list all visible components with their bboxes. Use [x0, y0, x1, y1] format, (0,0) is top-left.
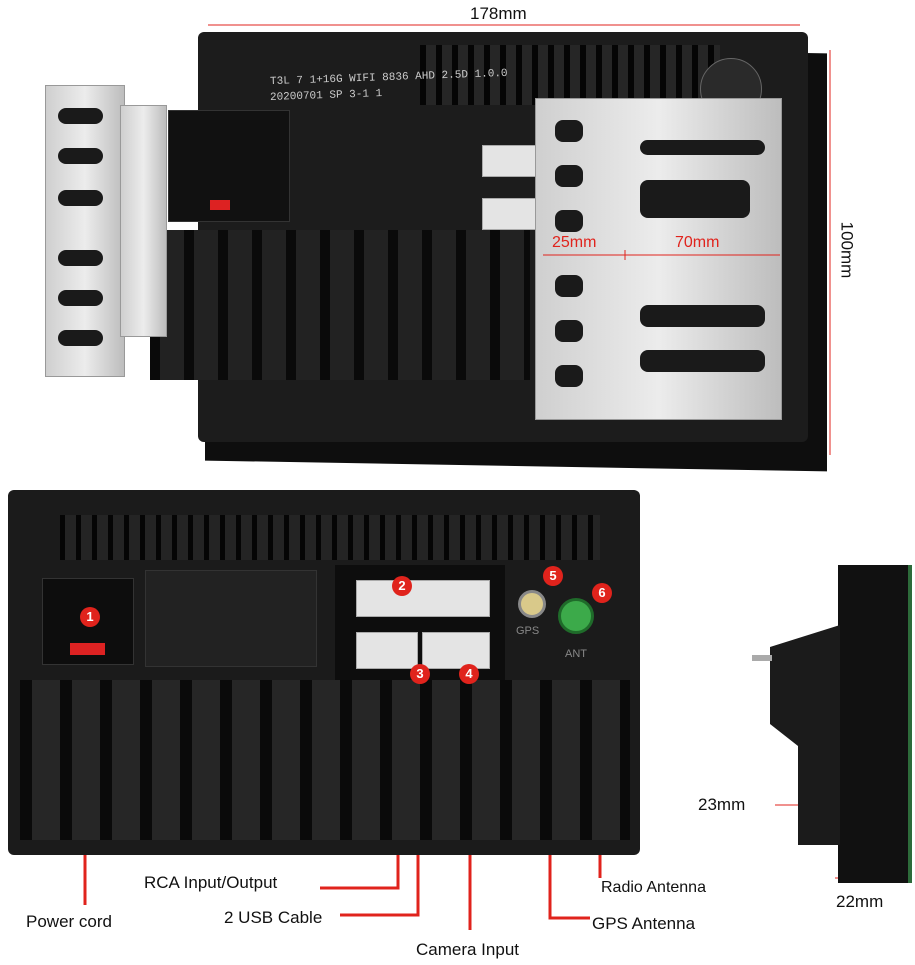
- top-connector-rca: [482, 145, 544, 177]
- bracket-dimension-b: 70mm: [675, 234, 720, 251]
- label-camera: Camera Input: [416, 940, 519, 959]
- top-power-plug: [210, 200, 230, 210]
- rca-connector: [356, 580, 490, 617]
- side-screw: [752, 655, 772, 661]
- bracket-slot: [640, 140, 765, 155]
- height-dimension: 100mm: [837, 221, 857, 279]
- gps-antenna-port: [518, 590, 546, 618]
- bracket-slot: [555, 275, 583, 297]
- label-power-cord: Power cord: [26, 912, 112, 931]
- side-width-dimension: 22mm: [836, 892, 884, 911]
- bracket-slot: [555, 120, 583, 142]
- top-fins: [150, 230, 530, 380]
- top-vents: [420, 45, 720, 105]
- port-badge-1: 1: [80, 607, 100, 627]
- side-depth-dimension: 23mm: [698, 795, 746, 814]
- ant-port-mark: ANT: [565, 648, 587, 660]
- bracket-slot: [640, 180, 750, 218]
- label-rca: RCA Input/Output: [144, 873, 278, 892]
- left-bracket-tab: [120, 105, 167, 337]
- bracket-slot: [640, 305, 765, 327]
- bracket-slot: [58, 290, 103, 306]
- port-badge-6: 6: [592, 583, 612, 603]
- bracket-slot: [58, 148, 103, 164]
- bracket-slot: [58, 250, 103, 266]
- rear-fins: [20, 680, 630, 840]
- width-dimension: 178mm: [470, 4, 527, 23]
- port-badge-5: 5: [543, 566, 563, 586]
- rear-panel: [145, 570, 317, 667]
- rear-vents: [60, 515, 600, 560]
- bracket-slot: [555, 365, 583, 387]
- bracket-slot: [58, 190, 103, 206]
- label-gps: GPS Antenna: [592, 914, 696, 933]
- port-badge-3: 3: [410, 664, 430, 684]
- bracket-slot: [555, 210, 583, 232]
- bracket-slot: [640, 350, 765, 372]
- power-plug: [70, 643, 105, 655]
- port-badge-4: 4: [459, 664, 479, 684]
- usb-connector: [356, 632, 418, 669]
- port-badge-2: 2: [392, 576, 412, 596]
- label-radio: Radio Antenna: [601, 879, 706, 896]
- camera-connector: [422, 632, 490, 669]
- bracket-slot: [555, 320, 583, 342]
- bracket-slot: [58, 108, 103, 124]
- radio-antenna-port: [558, 598, 594, 634]
- bracket-dimension-a: 25mm: [552, 234, 597, 251]
- bracket-slot: [58, 330, 103, 346]
- label-usb: 2 USB Cable: [224, 908, 323, 927]
- bracket-slot: [555, 165, 583, 187]
- side-unit-face: [838, 565, 912, 883]
- gps-port-mark: GPS: [516, 625, 540, 637]
